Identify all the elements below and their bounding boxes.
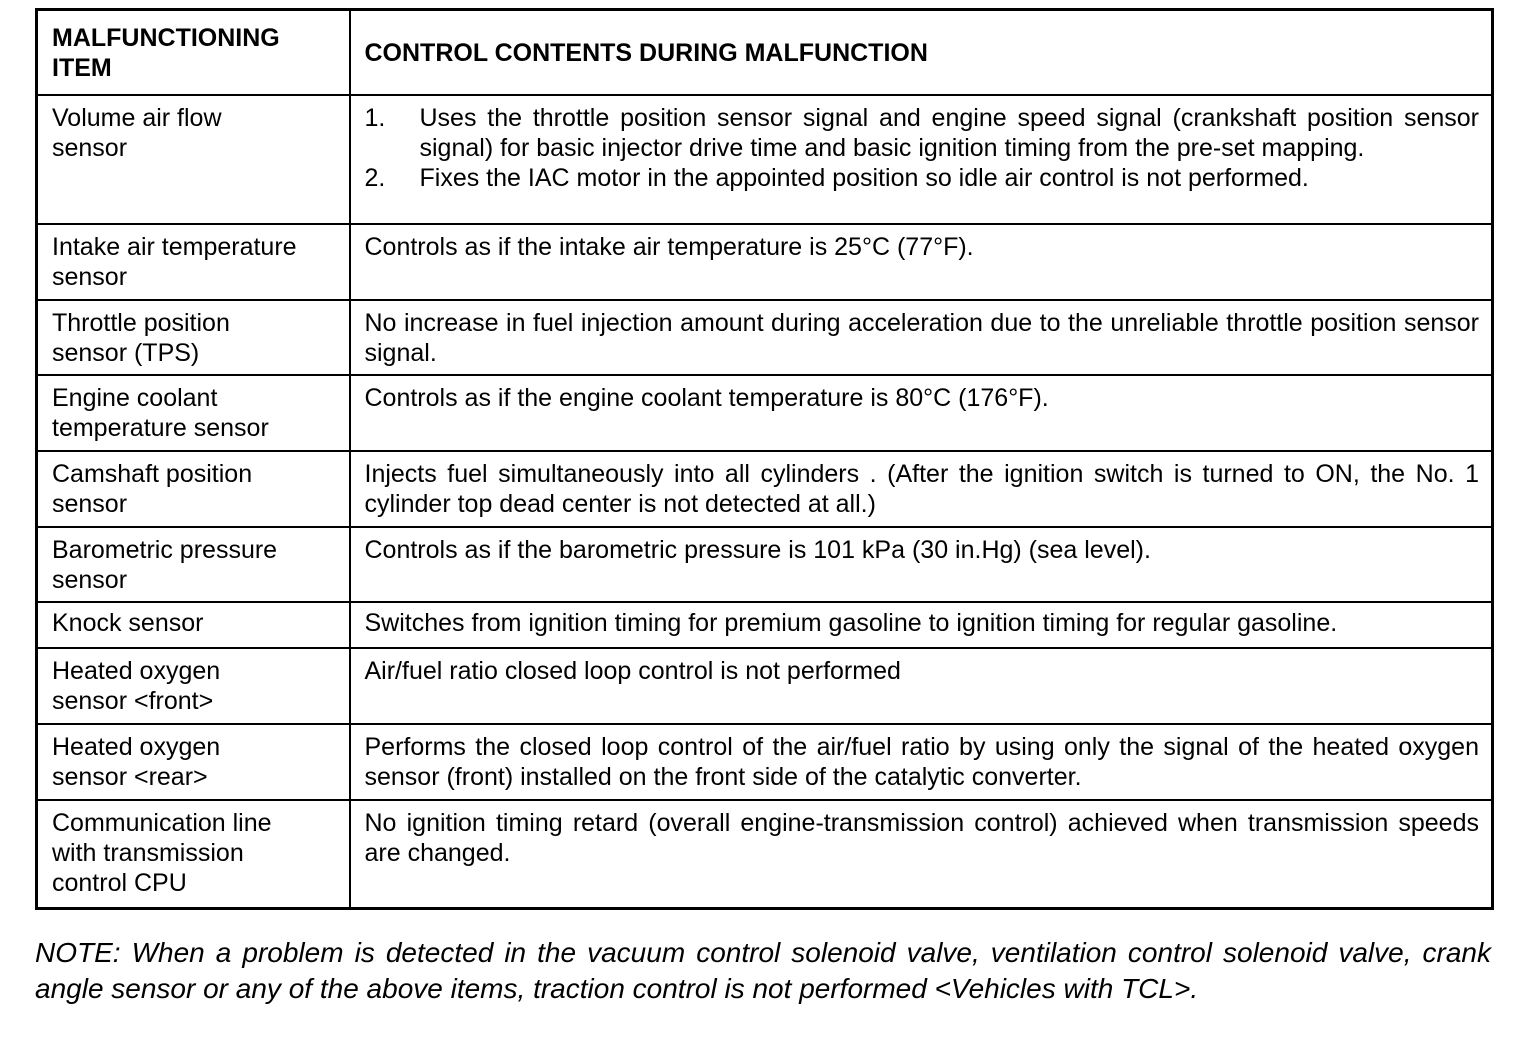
- control-contents-cell: Controls as if the engine coolant temper…: [348, 373, 1494, 452]
- malfunctioning-item-cell: Intake air temperature sensor: [35, 222, 351, 301]
- table-row: Intake air temperature sensor Controls a…: [35, 222, 1494, 301]
- control-contents-cell: Controls as if the intake air temperatur…: [348, 222, 1494, 301]
- table-row: Barometric pressure sensor Controls as i…: [35, 525, 1494, 603]
- control-contents-cell: Performs the closed loop control of the …: [348, 722, 1494, 801]
- control-contents-cell: 1. Uses the throttle position sensor sig…: [348, 93, 1494, 225]
- numbered-list-item: 2. Fixes the IAC motor in the appointed …: [365, 163, 1480, 193]
- table-row: Knock sensor Switches from ignition timi…: [35, 600, 1494, 649]
- table-row: Communication line with transmission con…: [35, 798, 1494, 910]
- table-row: Heated oxygen sensor <rear> Performs the…: [35, 722, 1494, 801]
- table-row: Camshaft position sensor Injects fuel si…: [35, 449, 1494, 528]
- table-row: Volume air flow sensor 1. Uses the throt…: [35, 93, 1494, 225]
- column-header-control-contents: CONTROL CONTENTS DURING MALFUNCTION: [348, 8, 1494, 96]
- table-header-row: MALFUNCTIONING ITEM CONTROL CONTENTS DUR…: [35, 8, 1494, 96]
- note-text: NOTE: When a problem is detected in the …: [35, 937, 1491, 1004]
- table-row: Engine coolant temperature sensor Contro…: [35, 373, 1494, 452]
- control-contents-cell: Switches from ignition timing for premiu…: [348, 600, 1494, 649]
- control-contents-cell: Injects fuel simultaneously into all cyl…: [348, 449, 1494, 528]
- malfunctioning-item-cell: Throttle position sensor (TPS): [35, 298, 351, 376]
- list-number: 2.: [364, 163, 386, 192]
- column-header-malfunctioning-item: MALFUNCTIONING ITEM: [35, 8, 351, 96]
- malfunctioning-item-cell: Heated oxygen sensor <front>: [35, 646, 351, 725]
- control-contents-cell: Air/fuel ratio closed loop control is no…: [348, 646, 1494, 725]
- malfunctioning-item-cell: Barometric pressure sensor: [35, 525, 351, 603]
- numbered-list-item: 1. Uses the throttle position sensor sig…: [365, 103, 1480, 163]
- malfunctioning-item-cell: Volume air flow sensor: [35, 93, 351, 225]
- list-number: 1.: [364, 103, 386, 132]
- control-contents-cell: No increase in fuel injection amount dur…: [348, 298, 1494, 376]
- malfunction-table: MALFUNCTIONING ITEM CONTROL CONTENTS DUR…: [35, 8, 1494, 910]
- malfunctioning-item-cell: Knock sensor: [35, 600, 351, 649]
- malfunctioning-item-cell: Engine coolant temperature sensor: [35, 373, 351, 452]
- table-row: Throttle position sensor (TPS) No increa…: [35, 298, 1494, 376]
- control-contents-cell: Controls as if the barometric pressure i…: [348, 525, 1494, 603]
- list-item-text: Uses the throttle position sensor signal…: [419, 103, 1480, 162]
- table-row: Heated oxygen sensor <front> Air/fuel ra…: [35, 646, 1494, 725]
- malfunctioning-item-cell: Communication line with transmission con…: [35, 798, 351, 910]
- malfunctioning-item-cell: Heated oxygen sensor <rear>: [35, 722, 351, 801]
- malfunctioning-item-cell: Camshaft position sensor: [35, 449, 351, 528]
- control-contents-cell: No ignition timing retard (overall engin…: [348, 798, 1494, 910]
- list-item-text: Fixes the IAC motor in the appointed pos…: [419, 163, 1309, 192]
